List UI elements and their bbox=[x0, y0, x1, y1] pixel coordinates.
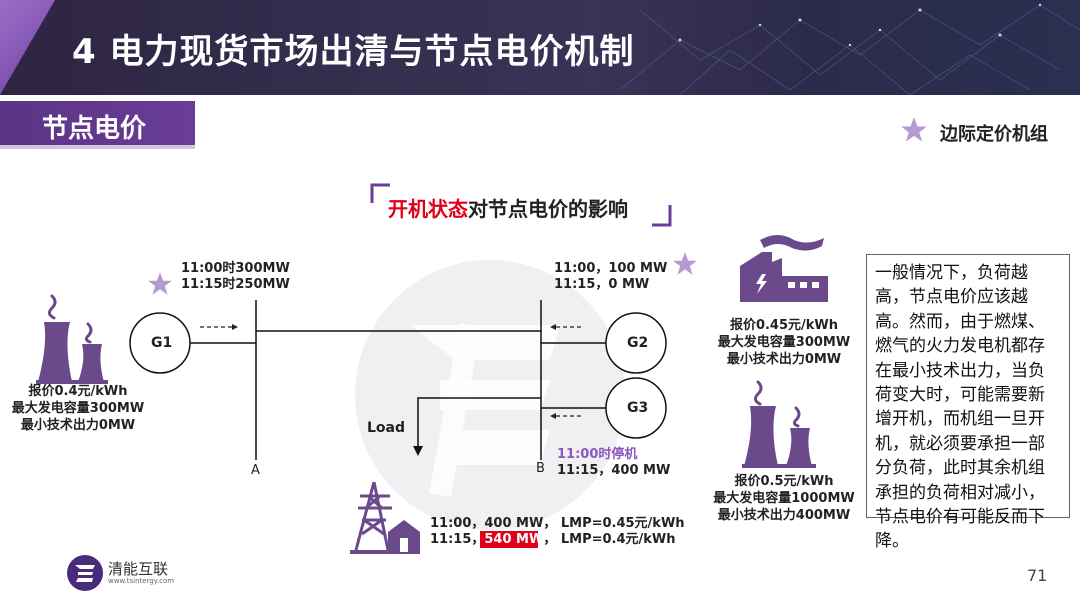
g2-schedule-2: 11:15，0 MW bbox=[554, 277, 650, 292]
legend-label: 边际定价机组 bbox=[940, 124, 1048, 145]
page-title: 4 电力现货市场出清与节点电价机制 bbox=[72, 32, 635, 72]
load-result-1115-time: 11:15， bbox=[430, 532, 485, 547]
company-logo-url: www.tsintergy.com bbox=[108, 577, 175, 585]
g2-max-capacity: 最大发电容量300MW bbox=[717, 335, 851, 350]
g3-schedule-2: 11:15，400 MW bbox=[557, 463, 671, 478]
g1-price: 报价0.4元/kWh bbox=[28, 384, 128, 399]
diagram-title: 开机状态对节点电价的影响 bbox=[388, 193, 628, 222]
g2-label: G2 bbox=[627, 335, 649, 351]
company-logo-text: 清能互联 bbox=[108, 560, 169, 578]
power-plant-icon-g3 bbox=[742, 380, 816, 468]
g3-price: 报价0.5元/kWh bbox=[734, 474, 834, 489]
highlight-box bbox=[480, 531, 538, 548]
section-label: 节点电价 bbox=[42, 114, 147, 144]
g2-min-output: 最小技术出力0MW bbox=[726, 352, 842, 367]
g1-min-output: 最小技术出力0MW bbox=[20, 418, 136, 433]
load-result-1115-lmp: ， LMP=0.4元/kWh bbox=[543, 532, 676, 547]
header-decoration bbox=[620, 3, 1080, 95]
g2-star-icon bbox=[673, 252, 697, 275]
title-brackets bbox=[370, 183, 672, 227]
g3-node bbox=[605, 377, 667, 439]
g2-node bbox=[605, 312, 667, 374]
page-number: 71 bbox=[1027, 566, 1048, 585]
g3-min-output: 最小技术出力400MW bbox=[717, 508, 851, 523]
load-label: Load bbox=[367, 420, 406, 436]
load-arrow bbox=[413, 446, 423, 456]
g1-node bbox=[129, 312, 191, 374]
description-box: 一般情况下，负荷越高，节点电价应该越高。然而，由于燃煤、燃气的火力发电机都存在最… bbox=[866, 254, 1070, 551]
load-line bbox=[417, 397, 541, 448]
g1-star-icon bbox=[148, 272, 172, 295]
star-icon bbox=[901, 117, 927, 142]
g3-schedule-1: 11:00时停机 bbox=[557, 447, 638, 462]
bus-a-label: A bbox=[251, 463, 260, 478]
g1-label: G1 bbox=[151, 335, 173, 351]
diagram-title-highlight: 开机状态 bbox=[388, 197, 468, 221]
bus-b-label: B bbox=[536, 461, 545, 476]
power-plant-icon-g1 bbox=[36, 294, 108, 384]
g2-schedule-1: 11:00，100 MW bbox=[554, 261, 668, 276]
g3-max-capacity: 最大发电容量1000MW bbox=[713, 491, 855, 506]
transmission-tower-icon bbox=[350, 481, 420, 554]
g2-price: 报价0.45元/kWh bbox=[729, 318, 839, 333]
header-banner: 4 电力现货市场出清与节点电价机制 bbox=[0, 0, 1080, 95]
load-result-1100: 11:00，400 MW， LMP=0.45元/kWh bbox=[430, 516, 685, 531]
section-tab bbox=[0, 101, 195, 145]
load-result-1115: 11:15，540 MW， LMP=0.4元/kWh bbox=[430, 531, 676, 548]
company-logo-icon bbox=[67, 555, 103, 591]
g1-max-capacity: 最大发电容量300MW bbox=[11, 401, 145, 416]
g3-label: G3 bbox=[627, 400, 649, 416]
section-tab-shadow bbox=[0, 145, 195, 149]
load-result-1115-mw: 540 MW bbox=[484, 532, 544, 547]
factory-icon-g2 bbox=[740, 235, 828, 302]
g1-schedule-1: 11:00时300MW bbox=[181, 261, 290, 276]
diagram-title-rest: 对节点电价的影响 bbox=[468, 197, 628, 221]
g1-schedule-2: 11:15时250MW bbox=[181, 277, 290, 292]
